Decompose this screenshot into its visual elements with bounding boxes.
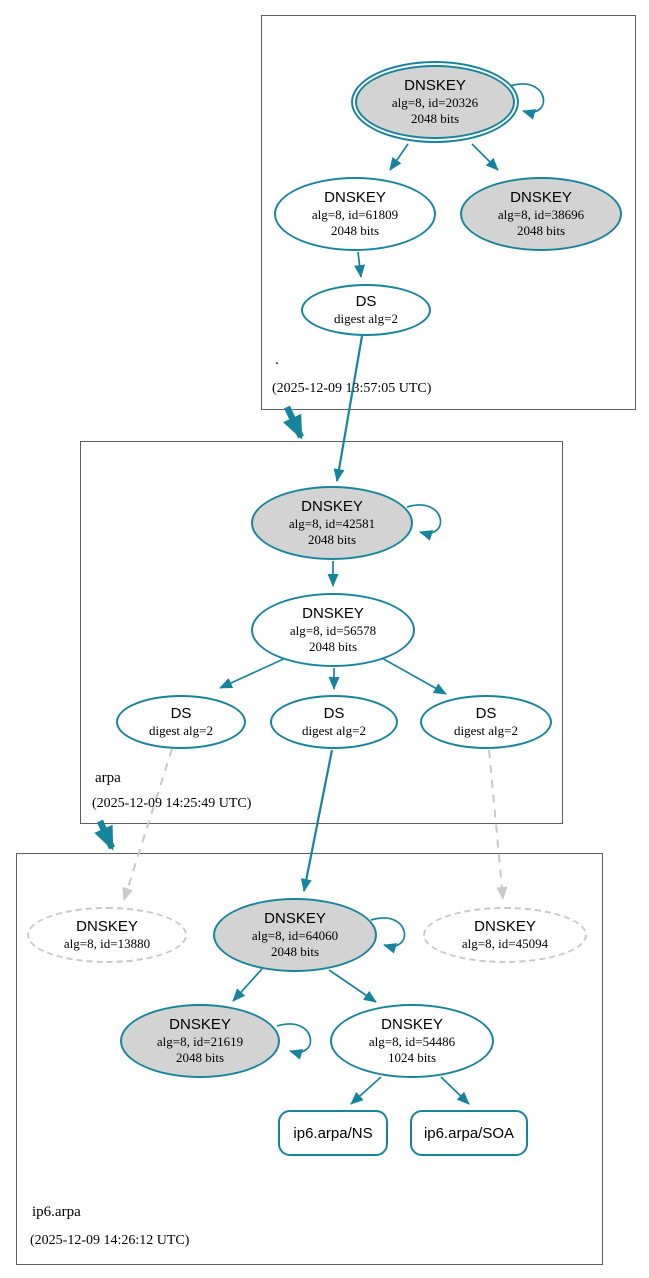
node-alg-id: alg=8, id=56578 (289, 623, 377, 638)
node-title: DNSKEY (404, 77, 466, 94)
delegation-arrow-root-to-arpa (283, 405, 304, 440)
node-bits: 2048 bits (410, 111, 460, 126)
node-title: DS (355, 293, 377, 310)
node-digest: digest alg=2 (301, 723, 367, 738)
edge-dashed-dsleft-to-dnskey13880 (122, 748, 173, 901)
zone-label-ip6arpa: ip6.arpa (32, 1204, 81, 1220)
delegation-arrow-arpa-to-ip6arpa (94, 819, 115, 851)
edge-zsk56578-to-ds-right (379, 656, 447, 695)
ds-node-arpa-right: DS digest alg=2 (420, 695, 552, 749)
node-title: DNSKEY (264, 910, 326, 927)
node-bits: 2048 bits (175, 1050, 225, 1065)
edge-ksk20326-to-zsk61809 (389, 143, 409, 171)
node-alg-id: alg=8, id=42581 (288, 516, 376, 531)
node-title: DNSKEY (301, 498, 363, 515)
node-digest: digest alg=2 (453, 723, 519, 738)
node-alg-id: alg=8, id=54486 (368, 1034, 456, 1049)
node-title: DS (323, 705, 345, 722)
node-alg-id: alg=8, id=45094 (461, 936, 549, 951)
zone-timestamp-arpa: (2025-12-09 14:25:49 UTC) (92, 796, 252, 811)
dnskey-node-56578: DNSKEY alg=8, id=56578 2048 bits (251, 593, 415, 667)
dnskey-node-54486: DNSKEY alg=8, id=54486 1024 bits (330, 1004, 494, 1078)
self-loop-ksk64060 (370, 917, 406, 954)
edge-ksk64060-to-dnskey21619 (232, 968, 263, 1002)
node-title: DNSKEY (169, 1016, 231, 1033)
edge-ksk20326-to-ksk38696 (471, 143, 499, 171)
dnskey-node-21619: DNSKEY alg=8, id=21619 2048 bits (120, 1004, 280, 1078)
node-title: DNSKEY (474, 918, 536, 935)
rrset-node-ip6arpa-ns: ip6.arpa/NS (278, 1110, 388, 1156)
edge-dashed-dsright-to-dnskey45094 (488, 749, 508, 900)
zone-timestamp-ip6arpa: (2025-12-09 14:26:12 UTC) (30, 1233, 190, 1248)
zone-timestamp-root: (2025-12-09 13:57:05 UTC) (272, 381, 432, 396)
node-title: DS (475, 705, 497, 722)
node-alg-id: alg=8, id=61809 (311, 207, 399, 222)
node-alg-id: alg=8, id=64060 (251, 928, 339, 943)
ds-node-arpa-left: DS digest alg=2 (116, 695, 246, 749)
self-loop-ksk42581 (406, 504, 442, 541)
edge-zsk61809-to-ds (354, 251, 366, 278)
dnskey-node-38696: DNSKEY alg=8, id=38696 2048 bits (460, 177, 622, 251)
node-alg-id: alg=8, id=21619 (156, 1034, 244, 1049)
dnskey-node-20326-inner: DNSKEY alg=8, id=20326 2048 bits (355, 65, 515, 139)
rrset-node-ip6arpa-soa: ip6.arpa/SOA (410, 1110, 528, 1156)
node-alg-id: alg=8, id=20326 (391, 95, 479, 110)
ds-node-arpa-middle: DS digest alg=2 (270, 695, 398, 749)
self-loop-ksk20326 (509, 83, 545, 120)
node-title: DNSKEY (76, 918, 138, 935)
edge-zsk56578-to-ds-left (219, 656, 289, 689)
edge-rootds-to-arpaksk (333, 335, 364, 482)
dnskey-node-42581: DNSKEY alg=8, id=42581 2048 bits (251, 486, 413, 560)
dnskey-node-45094-dashed: DNSKEY alg=8, id=45094 (423, 907, 587, 963)
node-bits: 2048 bits (270, 944, 320, 959)
node-digest: digest alg=2 (333, 311, 399, 326)
dnskey-node-64060: DNSKEY alg=8, id=64060 2048 bits (213, 898, 377, 972)
edge-zsk54486-to-soa (440, 1076, 470, 1105)
node-title: DNSKEY (510, 189, 572, 206)
node-bits: 1024 bits (387, 1050, 437, 1065)
node-alg-id: alg=8, id=38696 (497, 207, 585, 222)
zone-label-arpa: arpa (95, 770, 121, 786)
zone-box-root (261, 15, 636, 410)
edge-zsk54486-to-ns (350, 1076, 382, 1105)
node-bits: 2048 bits (307, 532, 357, 547)
node-bits: 2048 bits (308, 639, 358, 654)
node-bits: 2048 bits (330, 223, 380, 238)
node-alg-id: alg=8, id=13880 (63, 936, 151, 951)
node-bits: 2048 bits (516, 223, 566, 238)
zone-box-ip6arpa (16, 853, 603, 1265)
node-digest: digest alg=2 (148, 723, 214, 738)
node-title: DS (170, 705, 192, 722)
ds-node-root: DS digest alg=2 (301, 284, 431, 336)
dnskey-node-61809: DNSKEY alg=8, id=61809 2048 bits (274, 177, 436, 251)
dnskey-node-20326: DNSKEY alg=8, id=20326 2048 bits (351, 61, 519, 143)
zone-box-arpa (80, 441, 563, 824)
node-title: DNSKEY (324, 189, 386, 206)
edge-ksk64060-to-zsk54486 (328, 969, 377, 1003)
node-title: DNSKEY (381, 1016, 443, 1033)
dnskey-node-13880-dashed: DNSKEY alg=8, id=13880 (27, 907, 187, 963)
node-title: DNSKEY (302, 605, 364, 622)
zone-label-root: . (275, 352, 279, 368)
edge-arpads-to-ip6ksk (300, 749, 334, 892)
self-loop-dnskey21619 (276, 1023, 312, 1060)
